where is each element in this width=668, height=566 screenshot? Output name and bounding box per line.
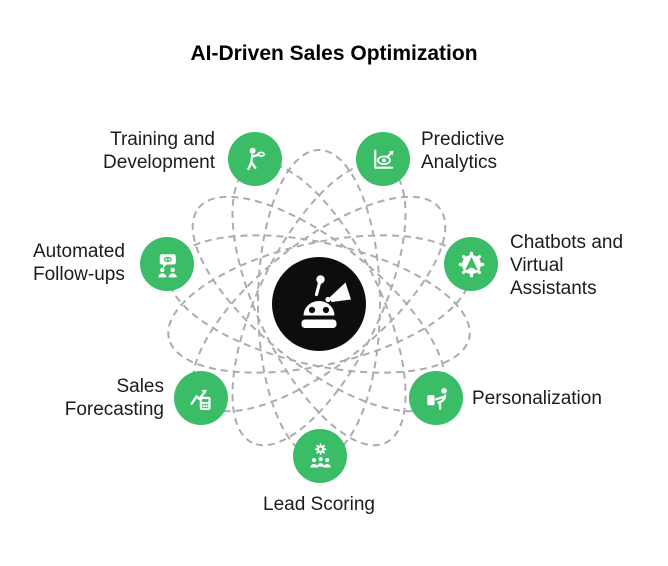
node-label-sales-forecasting: Sales Forecasting xyxy=(64,376,164,420)
node-label-predictive-analytics: Predictive Analytics xyxy=(421,129,505,173)
center-node xyxy=(271,256,367,352)
node-personalization xyxy=(409,371,463,425)
node-label-chatbots-virtual-assistants: Chatbots and Virtual Assistants xyxy=(510,232,624,299)
node-label-personalization: Personalization xyxy=(472,388,602,409)
node-lead-scoring xyxy=(293,429,347,483)
node-label-lead-scoring: Lead Scoring xyxy=(263,494,375,515)
node-label-automated-followups: Automated Follow-ups xyxy=(33,241,125,285)
page-title: AI-Driven Sales Optimization xyxy=(190,42,478,65)
node-label-training-development: Training and Development xyxy=(103,129,215,173)
node-chatbots-virtual-assistants xyxy=(444,237,498,291)
node-automated-followups xyxy=(140,237,194,291)
node-training-development xyxy=(228,132,282,186)
node-predictive-analytics xyxy=(356,132,410,186)
calculator-arrow-icon xyxy=(189,389,211,410)
trainer-icon xyxy=(246,147,265,170)
robot-megaphone-icon xyxy=(272,257,366,351)
gear-cursor-icon xyxy=(458,251,484,277)
chat-people-icon xyxy=(157,253,177,277)
person-screen-icon xyxy=(426,387,447,410)
node-sales-forecasting xyxy=(174,371,228,425)
chart-eye-icon xyxy=(373,149,393,169)
gear-people-icon xyxy=(309,443,331,468)
